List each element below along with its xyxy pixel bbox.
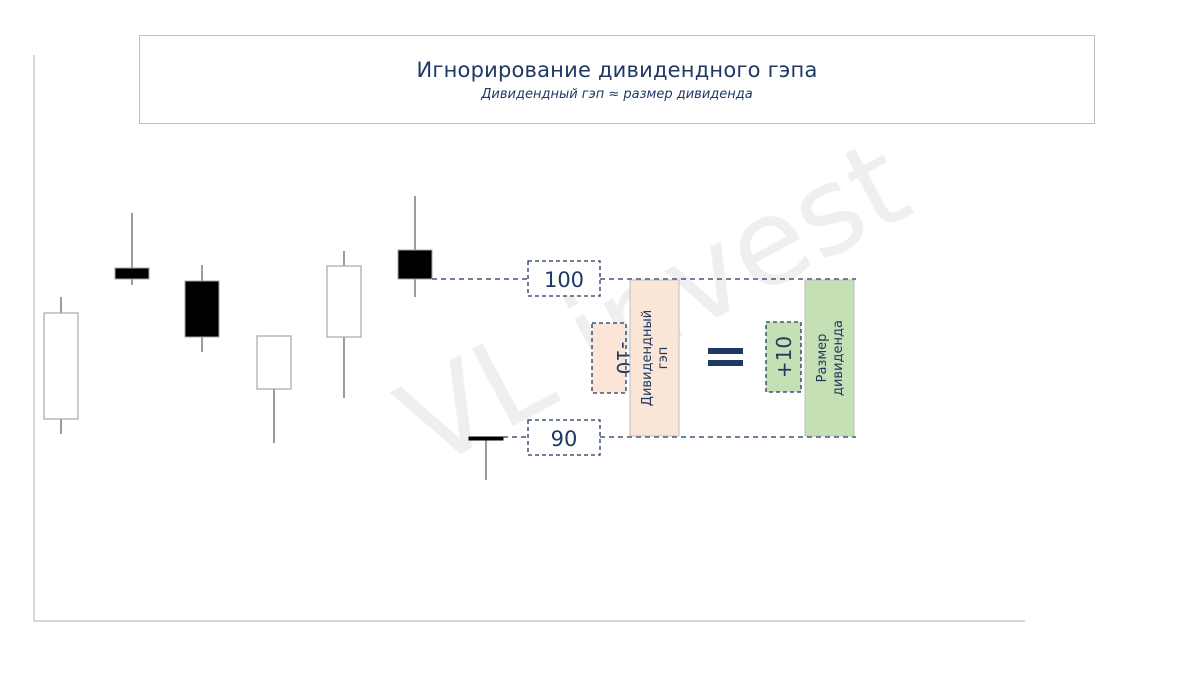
candle (326, 251, 362, 398)
chart-title: Игнорирование дивидендного гэпа (416, 58, 818, 82)
candle-body (184, 280, 220, 338)
gap-bar-label-1: Дивидендный (640, 310, 655, 406)
candle (468, 436, 504, 480)
candle (256, 335, 292, 443)
candle (43, 297, 79, 434)
candle (114, 213, 150, 285)
equals-sign (708, 348, 743, 366)
candle (184, 265, 220, 352)
dividend-bar-label-2: дивиденда (831, 320, 846, 396)
level-value-bottom: 90 (551, 427, 578, 451)
gap-bar-label-2: гэп (656, 347, 671, 369)
gap-bar: Дивидендный гэп (629, 279, 680, 437)
candle-body (256, 335, 292, 390)
dividend-bar-label-1: Размер (815, 334, 830, 383)
candle-body (397, 249, 433, 280)
candle (397, 196, 433, 297)
dividend-bar: Размер дивиденда (804, 279, 855, 437)
title-box: Игнорирование дивидендного гэпа Дивиденд… (139, 35, 1095, 124)
candle-body (326, 265, 362, 338)
level-label-100: 100 (527, 260, 601, 297)
level-value-top: 100 (544, 268, 584, 292)
dividend-delta-box: +10 (765, 321, 802, 393)
candle-body (114, 267, 150, 280)
candle-body (468, 436, 504, 441)
level-label-90: 90 (527, 419, 601, 456)
dividend-delta-label: +10 (772, 336, 796, 378)
chart-subtitle: Дивидендный гэп ≈ размер дивиденда (481, 87, 753, 102)
candle-body (43, 312, 79, 420)
